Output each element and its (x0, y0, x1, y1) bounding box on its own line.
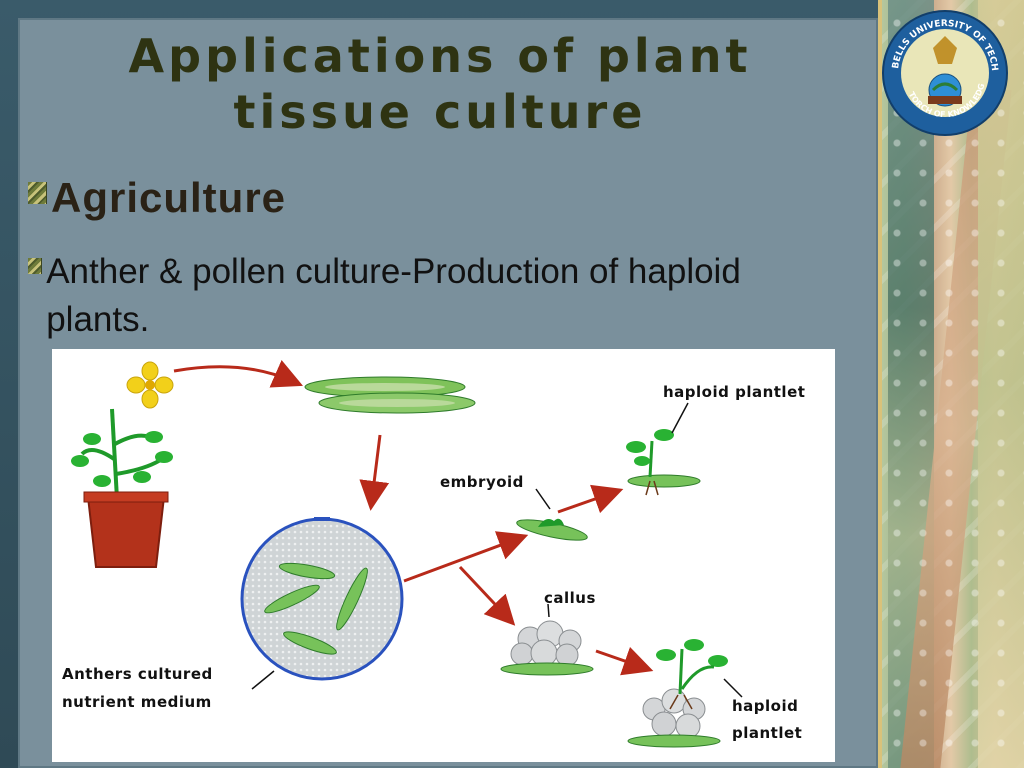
anther-culture-diagram: haploid plantlet embryoid callus Anthers… (52, 349, 835, 762)
haploid-plantlet-top-icon (626, 429, 701, 496)
label-haploid-bottom-line1: haploid (732, 697, 799, 715)
label-callus: callus (544, 589, 596, 607)
bullet-anther-culture: Anther & pollen culture-Production of ha… (28, 248, 808, 344)
embryoid-icon (516, 518, 588, 541)
potted-plant-icon (71, 361, 174, 568)
university-logo: BELLS UNIVERSITY OF TECHNOLOGY TORCH OF … (878, 6, 1008, 136)
petri-dish-icon (240, 517, 404, 681)
bullet-text: Anther & pollen culture-Production of ha… (46, 252, 741, 339)
label-anthers-line1: Anthers cultured (62, 665, 213, 683)
callus-icon (500, 620, 594, 676)
decorative-side-panel (878, 0, 1024, 768)
bullet-text: Agriculture (51, 174, 287, 221)
bullet-icon (28, 258, 43, 274)
label-haploid-bottom-line2: plantlet (732, 724, 803, 742)
label-haploid-plantlet-top: haploid plantlet (663, 383, 806, 401)
slide-title: Applications of plant tissue culture (128, 29, 752, 139)
bullet-icon (28, 182, 47, 204)
bullet-agriculture: Agriculture (28, 174, 286, 222)
anthers-icon (304, 376, 476, 414)
haploid-plantlet-bottom-icon (627, 639, 728, 748)
label-anthers-line2: nutrient medium (62, 693, 212, 711)
label-embryoid: embryoid (440, 473, 524, 491)
